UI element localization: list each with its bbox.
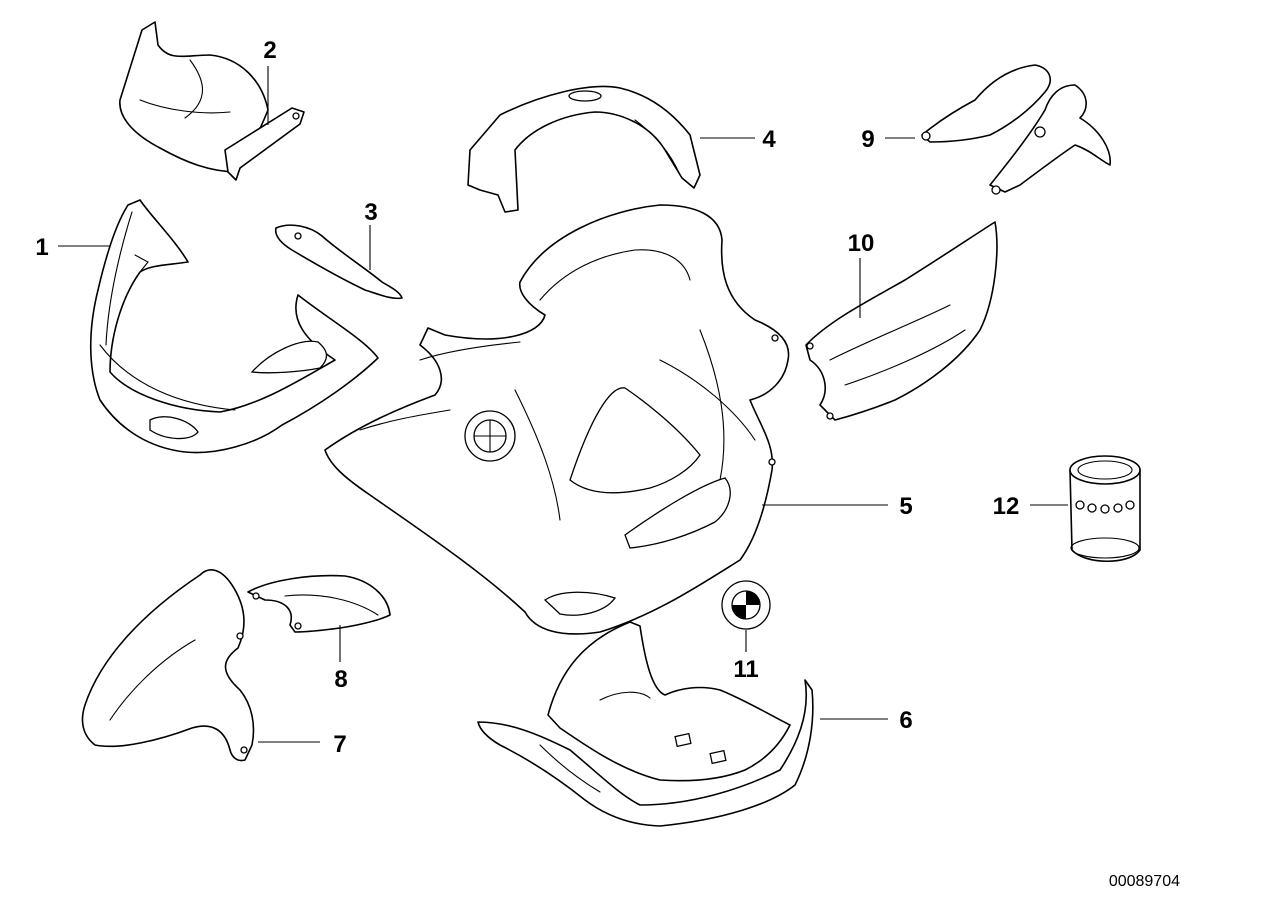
- callout-12: 12: [993, 493, 1020, 520]
- part-12-container[interactable]: [1069, 455, 1141, 563]
- part-6-belly-pan[interactable]: [477, 621, 814, 827]
- part-10-side-panel[interactable]: [805, 221, 998, 421]
- callout-11: 11: [733, 656, 758, 683]
- callout-1: 1: [35, 234, 48, 261]
- part-4-top-cover[interactable]: [467, 85, 701, 213]
- emblem-on-fairing: [464, 410, 516, 462]
- part-9-brackets[interactable]: [921, 64, 1111, 195]
- callout-7: 7: [333, 731, 346, 758]
- callout-10: 10: [848, 230, 875, 257]
- part-5-side-fairing[interactable]: [324, 204, 790, 635]
- part-2-upper-trim[interactable]: [119, 21, 305, 181]
- callout-2: 2: [263, 37, 276, 64]
- reference-number: 00089704: [1109, 873, 1180, 890]
- part-7-front-mudguard[interactable]: [81, 569, 255, 762]
- callout-8: 8: [334, 666, 347, 693]
- callout-6: 6: [899, 707, 912, 734]
- part-3-bracket[interactable]: [274, 224, 403, 300]
- callout-5: 5: [899, 493, 912, 520]
- part-11-emblem[interactable]: [721, 580, 771, 630]
- part-8-rear-hugger[interactable]: [247, 574, 391, 633]
- callout-4: 4: [762, 126, 776, 153]
- callout-3: 3: [364, 199, 377, 226]
- part-1-front-fairing[interactable]: [89, 199, 379, 454]
- callout-labels: 1 2 3 4 5 6 7 8 9 10 11 12: [35, 37, 1019, 758]
- callout-9: 9: [861, 126, 874, 153]
- leader-lines: [58, 66, 1068, 743]
